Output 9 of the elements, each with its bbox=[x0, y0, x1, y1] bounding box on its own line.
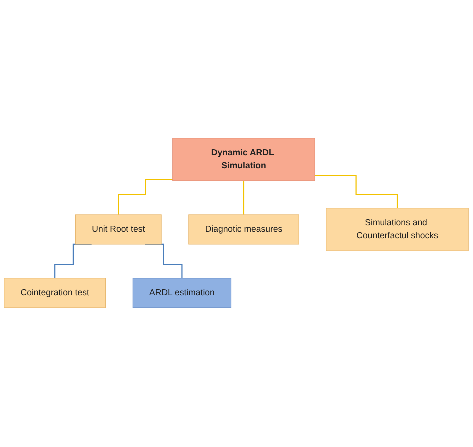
node-box: Cointegration test bbox=[4, 278, 106, 309]
node-box: Dynamic ARDL Simulation bbox=[172, 138, 316, 182]
node-box: Simulations and Counterfactul shocks bbox=[326, 208, 469, 252]
node-box: Unit Root test bbox=[75, 215, 162, 246]
node-box: ARDL estimation bbox=[132, 278, 232, 309]
node-box: Diagnotic measures bbox=[188, 215, 300, 246]
connector bbox=[243, 180, 245, 216]
connector bbox=[118, 179, 173, 216]
connector bbox=[315, 176, 398, 210]
